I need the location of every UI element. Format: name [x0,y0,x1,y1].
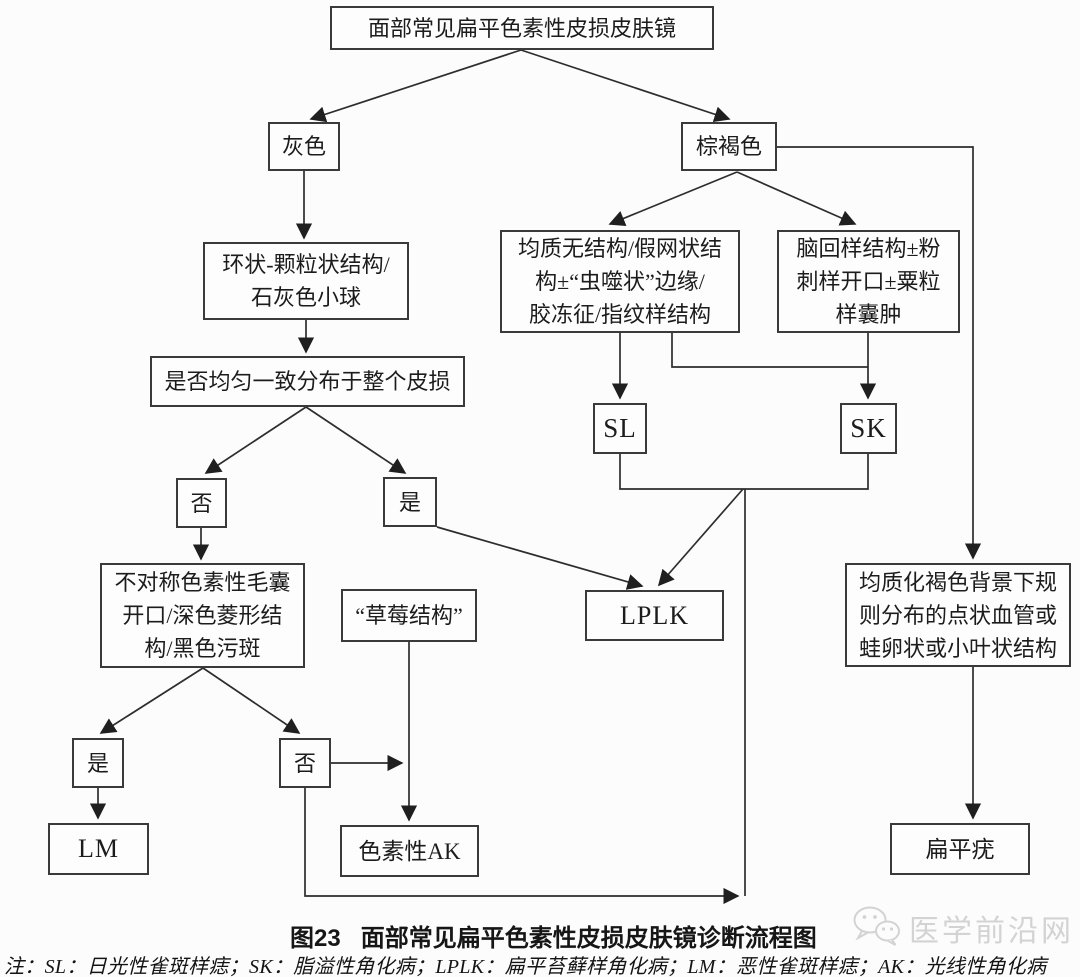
figure-title: 面部常见扁平色素性皮损皮肤镜诊断流程图 [360,925,817,952]
edge-uniform-no1 [204,406,307,474]
node-uniform-question-label: 是否均匀一致分布于整个皮损 [164,369,451,394]
node-uniform-question: 是否均匀一致分布于整个皮损 [150,356,465,407]
edge-uniform-yes1 [305,406,407,474]
node-pigmented-ak: 色素性AK [340,825,479,877]
edge-brown-homogenized [777,146,982,560]
node-yes2-label: 是 [86,750,109,776]
node-no2-label: 否 [293,750,316,776]
figure-number: 图23 [290,925,341,952]
edge-root-gray [309,49,522,123]
edge-brown-cerebriform [736,171,857,226]
node-homogeneous-structureless: 均质无结构/假网状结 构±“虫噬状”边缘/ 胶冻征/指纹样结构 [500,230,740,333]
node-asymmetric-follicular-label: 不对称色素性毛囊 开口/深色菱形结 构/黑色污斑 [114,570,291,661]
node-gray: 灰色 [268,122,340,171]
edge-sl-sk-junction [619,453,869,490]
node-homogenized-brown: 均质化褐色背景下规 则分布的点状血管或 蛙卵状或小叶状结构 [845,563,1071,667]
edge-brown-homogeneous [608,171,738,226]
watermark: 医学前沿网 [850,904,1074,951]
figure-caption: 图23 面部常见扁平色素性皮损皮肤镜诊断流程图 [290,918,817,953]
node-lplk-label: LPLK [620,600,689,630]
node-yes1: 是 [383,477,437,527]
node-ring-granular-label: 环状-颗粒状结构/ 石灰色小球 [222,252,390,310]
edge-junction-lplk [657,488,744,587]
node-strawberry-label: “草莓结构” [355,603,463,628]
node-yes2: 是 [72,738,124,788]
node-sl-label: SL [603,413,637,443]
edge-homogeneous-sk [671,333,868,368]
node-sk-label: SK [850,413,887,443]
node-lm: LM [48,823,149,875]
edge-asymmetric-yes2 [99,667,204,734]
edge-asymmetric-no2 [202,667,301,734]
node-homogenized-brown-label: 均质化褐色背景下规 则分布的点状血管或 蛙卵状或小叶状结构 [858,569,1057,661]
node-homogeneous-structureless-label: 均质无结构/假网状结 构±“虫噬状”边缘/ 胶冻征/指纹样结构 [517,236,723,327]
node-ring-granular: 环状-颗粒状结构/ 石灰色小球 [203,242,409,320]
node-lm-label: LM [78,834,119,863]
node-gray-label: 灰色 [281,134,326,159]
node-lplk: LPLK [585,590,724,641]
edge-root-brown [520,49,731,123]
node-asymmetric-follicular: 不对称色素性毛囊 开口/深色菱形结 构/黑色污斑 [100,563,305,668]
node-cerebriform: 脑回样结构±粉 刺样开口±粟粒 样囊肿 [777,230,960,333]
node-yes1-label: 是 [398,489,421,515]
node-brown: 棕褐色 [681,122,777,171]
node-no1-label: 否 [190,490,213,516]
node-no1: 否 [176,478,227,528]
node-pigmented-ak-label: 色素性AK [358,838,461,864]
edge-no2-lplk-connector [304,788,740,905]
node-cerebriform-label: 脑回样结构±粉 刺样开口±粟粒 样囊肿 [796,236,941,327]
node-brown-label: 棕褐色 [695,134,762,159]
node-strawberry: “草莓结构” [341,589,477,642]
node-root: 面部常见扁平色素性皮损皮肤镜 [330,6,714,50]
node-no2: 否 [279,738,331,788]
watermark-text: 医学前沿网 [909,914,1074,948]
node-sk: SK [840,403,897,454]
node-sl: SL [593,403,647,454]
abbreviation-note: 注：SL：日光性雀斑样痣；SK：脂溢性角化病；LPLK：扁平苔藓样角化病；LM：… [4,956,1047,977]
node-flat-wart: 扁平疣 [890,823,1030,875]
wechat-icon [850,904,902,951]
node-flat-wart-label: 扁平疣 [925,836,995,862]
edge-yes1-lplk [436,526,644,590]
node-root-label: 面部常见扁平色素性皮损皮肤镜 [367,15,676,41]
